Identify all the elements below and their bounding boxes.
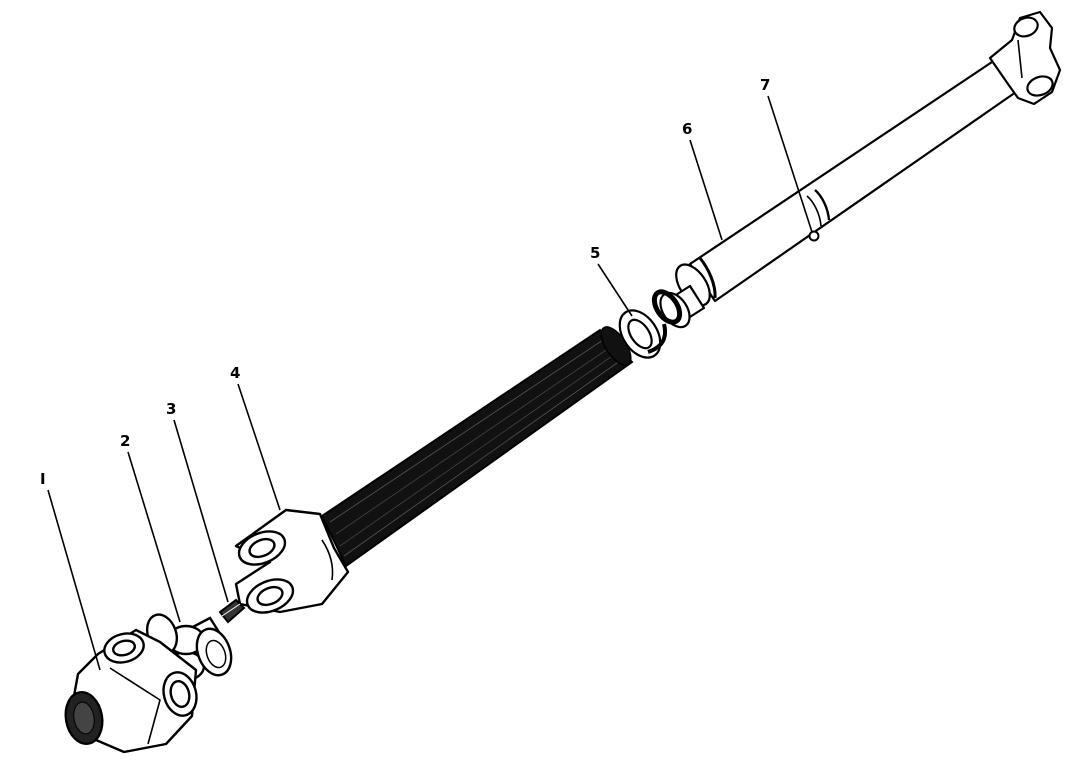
leader-6 <box>689 139 723 241</box>
leader-lines <box>47 95 813 671</box>
callout-5: 5 <box>590 244 601 262</box>
leader-2 <box>127 451 181 623</box>
part-5-dust-cap <box>618 309 667 359</box>
part-6-tube-assembly <box>659 10 1062 329</box>
part-1-flange-yoke <box>64 628 198 754</box>
leader-4 <box>237 383 281 511</box>
leader-1 <box>47 489 101 671</box>
leader-3 <box>173 419 229 603</box>
callout-7: 7 <box>760 76 771 94</box>
part-4-yoke <box>234 508 350 614</box>
callout-6: 6 <box>682 120 693 138</box>
seal-5b <box>651 289 683 325</box>
part-4-splined-shaft <box>320 326 634 568</box>
leader-7 <box>767 95 813 233</box>
part-3-grease-nipple <box>218 598 246 624</box>
part-7-grease-fitting <box>808 230 820 242</box>
callout-4: 4 <box>230 364 241 382</box>
leader-5 <box>597 263 633 317</box>
callout-3: 3 <box>166 400 177 418</box>
callout-2: 2 <box>120 432 131 450</box>
callout-1: I <box>40 470 46 488</box>
